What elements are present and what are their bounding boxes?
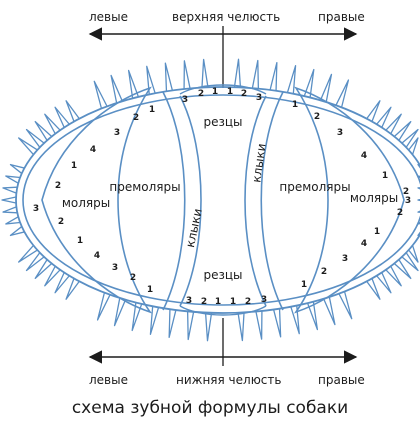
upper-incisor-number: 3 (182, 95, 188, 105)
tooth-root (55, 273, 69, 293)
tooth-root (55, 107, 69, 127)
lower-left-molar-number: 1 (77, 236, 83, 246)
tooth-root (336, 80, 348, 107)
upper-incisor-number: 3 (256, 93, 262, 103)
tooth-root (252, 60, 258, 88)
lower-right-molar-number: 2 (397, 208, 403, 218)
diagram-caption: схема зубной формулы собаки (0, 398, 420, 418)
left-canine-inner (180, 96, 201, 306)
tooth-root (320, 74, 331, 102)
tooth-root (274, 309, 281, 337)
left-canine-outer (163, 92, 185, 310)
tooth-root (150, 306, 158, 334)
upper-right-molar-number: 1 (382, 171, 388, 181)
upper-incisor-number: 1 (227, 87, 233, 97)
tooth-root (339, 291, 352, 318)
lower-left-premolar-number: 3 (112, 263, 118, 273)
tooth-root (188, 311, 194, 339)
upper-right-premolar-number: 4 (361, 151, 367, 161)
tooth-root (367, 278, 380, 299)
tooth-root (256, 311, 262, 339)
lower-right-premolar-number: 4 (361, 239, 367, 249)
upper-right-premolar-number: 1 (292, 100, 298, 110)
upper-left-premolar-number: 1 (149, 105, 155, 115)
upper-incisor-number: 1 (212, 87, 218, 97)
tooth-root (367, 101, 380, 122)
canine-right-label: клыки (249, 142, 268, 183)
tooth-root (377, 107, 391, 127)
tooth-root (165, 63, 172, 91)
lower-incisor-number: 2 (245, 297, 251, 307)
tooth-root (184, 61, 190, 89)
lower-right-premolar-number: 2 (321, 267, 327, 277)
lower-left-premolar-number: 1 (147, 285, 153, 295)
lower-incisor-number: 1 (215, 297, 221, 307)
upper-incisor-number: 2 (198, 89, 204, 99)
upper-left-premolar-number: 3 (114, 128, 120, 138)
tooth-root (270, 63, 277, 91)
tooth-root (115, 298, 126, 326)
upper-left-molar-number: 2 (55, 181, 61, 191)
tooth-root (2, 197, 16, 203)
upper-left-premolar-number: 4 (90, 145, 96, 155)
incisors-lower-label: резцы (203, 268, 242, 282)
lower-incisor-number: 1 (230, 297, 236, 307)
lower-incisor-number: 2 (201, 297, 207, 307)
lower-left-premolar-number: 2 (130, 273, 136, 283)
right-canine-outer (261, 92, 283, 310)
tooth-root (234, 59, 240, 87)
tooth-root (324, 297, 335, 325)
tooth-root (111, 75, 122, 103)
tooth-root (377, 273, 391, 293)
tooth-root (238, 312, 244, 340)
lower-incisor-number: 3 (186, 296, 192, 306)
molars-left-label: моляры (62, 196, 110, 210)
lower-left-premolar-number: 4 (94, 251, 100, 261)
upper-left-molar-number: 1 (71, 161, 77, 171)
lower-incisor-number: 3 (261, 295, 267, 305)
premolars-left-label: премоляры (109, 180, 180, 194)
molars-right-label: моляры (350, 191, 398, 205)
upper-incisor-number: 2 (241, 89, 247, 99)
upper-left-premolar-number: 2 (133, 113, 139, 123)
lower-right-molar-number: 1 (374, 227, 380, 237)
premolars-right-label: премоляры (279, 180, 350, 194)
incisors-upper-label: резцы (203, 115, 242, 129)
right-canine-inner (245, 96, 266, 306)
upper-right-premolar-number: 3 (337, 128, 343, 138)
lower-right-premolar-number: 1 (301, 280, 307, 290)
tooth-root (3, 187, 17, 193)
lower-right-premolar-number: 3 (342, 254, 348, 264)
lower-left-molar-number: 2 (58, 217, 64, 227)
lower-left-molar-number: 3 (33, 204, 39, 214)
tooth-root (66, 101, 79, 122)
tooth-root (94, 81, 107, 108)
upper-right-premolar-number: 2 (314, 112, 320, 122)
tooth-root (169, 309, 176, 337)
tooth-root (66, 278, 79, 299)
tooth-root (202, 59, 208, 87)
lower-right-molar-number: 3 (405, 196, 411, 206)
canine-left-label: клыки (183, 207, 205, 249)
tooth-root (287, 66, 295, 94)
tooth-root (98, 293, 110, 320)
tooth-root (206, 313, 212, 341)
tooth-root (3, 207, 17, 213)
